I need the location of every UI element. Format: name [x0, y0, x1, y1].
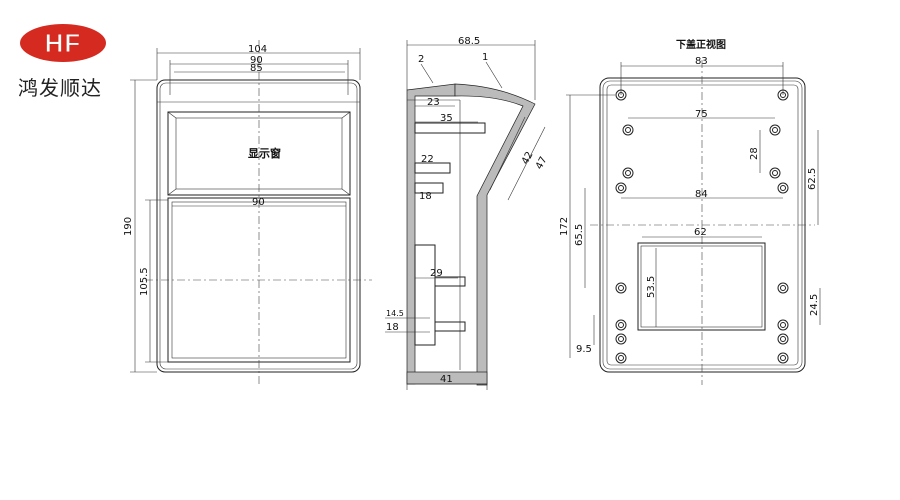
dim-9-5: 9.5 — [576, 344, 592, 355]
dim-47: 47 — [534, 155, 550, 171]
dim-65-5: 65.5 — [574, 224, 585, 246]
screw-hole-icon — [777, 182, 789, 194]
screw-hole-icon — [618, 185, 624, 191]
dim-62-5: 62.5 — [807, 168, 818, 190]
brand-logo: HF — [20, 24, 106, 62]
battery-window — [637, 242, 766, 331]
front-outline — [156, 79, 361, 373]
dim-84: 84 — [695, 189, 708, 200]
dim-29: 29 — [430, 268, 443, 279]
screw-hole-icon — [625, 127, 631, 133]
dim-90-top: 90 — [250, 55, 263, 66]
callout-2: 2 — [418, 54, 424, 65]
dim-85: 85 — [250, 63, 263, 74]
dim-172: 172 — [559, 217, 570, 236]
screw-hole-icon — [618, 336, 624, 342]
dim-68-5: 68.5 — [458, 36, 480, 47]
screw-hole-icon — [622, 167, 634, 179]
dim-22: 22 — [421, 154, 434, 165]
screw-hole-icon — [615, 282, 627, 294]
screw-hole-icon — [772, 170, 778, 176]
dim-28: 28 — [749, 147, 760, 160]
dim-35: 35 — [440, 113, 453, 124]
callout-1: 1 — [482, 52, 488, 63]
view-title: 下盖正视图 — [676, 38, 726, 51]
side-section-view: 68.5 2 1 23 35 22 18 42 47 29 14.5 18 41 — [385, 36, 550, 390]
screw-hole-icon — [780, 285, 786, 291]
front-view: 104 90 85 显示窗 90 190 105.5 — [123, 40, 372, 385]
screw-hole-icon — [777, 282, 789, 294]
screw-hole-icon — [615, 182, 627, 194]
dim-23: 23 — [427, 97, 440, 108]
dim-105-5: 105.5 — [139, 267, 150, 296]
logo-text: HF — [44, 27, 82, 58]
screw-hole-icon — [615, 352, 627, 364]
screw-hole-icon — [618, 285, 624, 291]
screw-hole-icon — [777, 319, 789, 331]
dim-90-lower: 90 — [252, 197, 265, 208]
screw-hole-icon — [622, 124, 634, 136]
dim-18-a: 18 — [419, 191, 432, 202]
screw-hole-icon — [772, 127, 778, 133]
screw-hole-icon — [625, 170, 631, 176]
screw-hole-icon — [618, 355, 624, 361]
screw-hole-icon — [780, 322, 786, 328]
dim-42: 42 — [520, 150, 536, 166]
dim-75: 75 — [695, 109, 708, 120]
screw-hole-icon — [769, 167, 781, 179]
screw-hole-icon — [780, 336, 786, 342]
dim-190: 190 — [123, 217, 134, 236]
dim-104: 104 — [248, 44, 267, 55]
dim-53-5: 53.5 — [646, 276, 657, 298]
screw-hole-icon — [780, 355, 786, 361]
screw-hole-icon — [769, 124, 781, 136]
screw-hole-icon — [780, 185, 786, 191]
screw-hole-icon — [618, 322, 624, 328]
brand-name: 鸿发顺达 — [18, 76, 102, 100]
window-label: 显示窗 — [248, 146, 281, 160]
screw-hole-icon — [777, 333, 789, 345]
screw-hole-icon — [615, 319, 627, 331]
dim-24-5: 24.5 — [809, 294, 820, 316]
mounting-holes — [615, 89, 789, 364]
dim-18-b: 18 — [386, 322, 399, 333]
bottom-cover-view: 下盖正视图 83 75 28 62.5 84 172 65.5 62 53.5 … — [559, 38, 821, 385]
screw-hole-icon — [777, 352, 789, 364]
screw-hole-icon — [615, 333, 627, 345]
dim-62: 62 — [694, 227, 707, 238]
dim-41: 41 — [440, 374, 453, 385]
dim-83: 83 — [695, 56, 708, 67]
dim-14-5: 14.5 — [386, 309, 404, 318]
